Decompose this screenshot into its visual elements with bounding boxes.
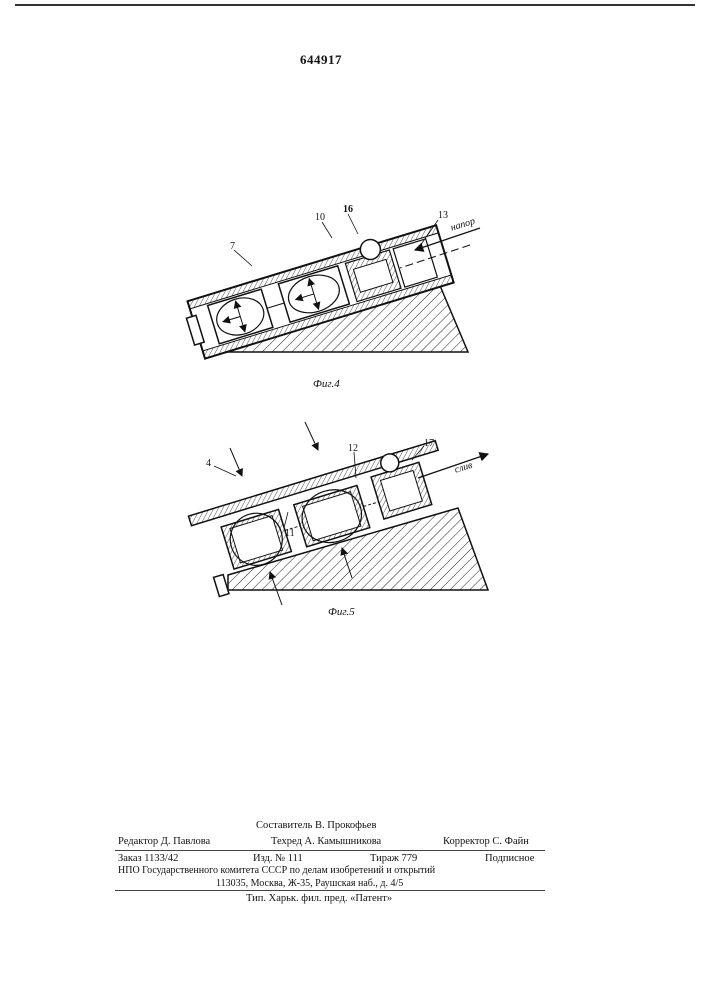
imprint-printer: Тип. Харьк. фил. пред. «Патент» <box>246 893 392 904</box>
fig4-label-16: 16 <box>343 204 353 215</box>
imprint-compiler: Составитель В. Прокофьев <box>256 820 376 831</box>
imprint-circulation: Тираж 779 <box>370 853 417 864</box>
fig5-label-4: 4 <box>206 458 211 469</box>
fig5-caption: Фиг.5 <box>328 606 355 618</box>
imprint-editor: Редактор Д. Павлова <box>118 836 210 847</box>
imprint-org-line1: НПО Государственного комитета СССР по де… <box>118 865 435 876</box>
figure-5: 4 12 17 11 слив Фиг.5 <box>188 422 488 618</box>
fig4-label-7: 7 <box>230 241 235 252</box>
fig4-caption: Фиг.4 <box>313 378 340 390</box>
fig4-label-13: 13 <box>438 210 448 221</box>
imprint-corrector: Корректор С. Файн <box>443 836 529 847</box>
fig5-flow-label: слив <box>453 460 474 476</box>
imprint-edition: Изд. № 111 <box>253 853 303 864</box>
imprint-org-line2: 113035, Москва, Ж-35, Раушская наб., д. … <box>216 878 403 889</box>
imprint-divider-2 <box>115 890 545 891</box>
fig5-label-11: 11 <box>285 528 295 539</box>
imprint-divider-1 <box>115 850 545 851</box>
fig5-label-12: 12 <box>348 443 358 454</box>
imprint-subscription: Подписное <box>485 853 534 864</box>
figure-4: 7 10 16 13 напор Фиг.4 <box>180 204 480 390</box>
fig5-label-17: 17 <box>424 438 434 449</box>
imprint-order: Заказ 1133/42 <box>118 853 178 864</box>
fig4-label-10: 10 <box>315 212 325 223</box>
imprint-techred: Техред А. Камышникова <box>271 836 381 847</box>
